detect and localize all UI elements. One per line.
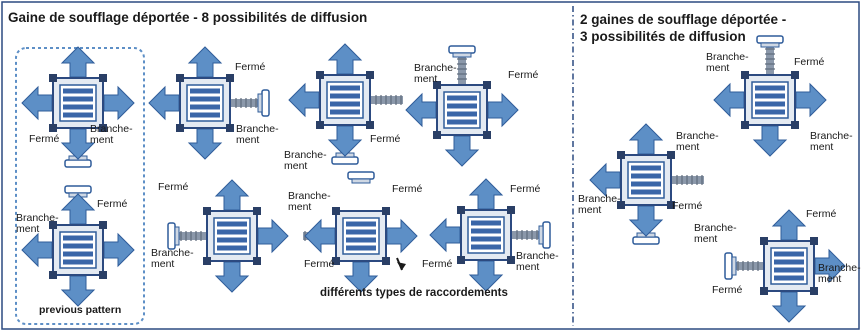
label-branchement: Branche-ment (414, 62, 457, 85)
end-cap (448, 45, 476, 58)
airflow-arrow (343, 261, 379, 293)
diffuser-unit (303, 171, 418, 293)
diffuser-unit (288, 43, 403, 165)
airflow-arrow (327, 125, 363, 157)
label-ferme: Fermé (158, 181, 189, 193)
airflow-arrow (771, 291, 807, 323)
airflow-arrow (257, 218, 289, 254)
diffuser-unit (21, 46, 135, 168)
airflow-arrow (752, 125, 788, 157)
label-branchement: Branche-ment (516, 250, 559, 273)
connections-note: différents types de raccordements (320, 287, 508, 299)
end-cap (724, 252, 737, 280)
airflow-arrow (187, 128, 223, 160)
airflow-arrow (405, 92, 437, 128)
airflow-arrow (214, 179, 250, 211)
diffuser-unit (724, 209, 846, 323)
airflow-arrow (214, 261, 250, 293)
airflow-arrow (21, 85, 53, 121)
label-ferme: Fermé (235, 61, 266, 73)
end-cap (257, 89, 270, 117)
airflow-arrow (713, 82, 745, 118)
previous-pattern-label: previous pattern (39, 304, 122, 316)
end-cap (167, 222, 180, 250)
diffuser-unit (405, 45, 519, 167)
label-branchement: Branche-ment (578, 193, 621, 216)
airflow-arrow (771, 209, 807, 241)
label-ferme: Fermé (794, 56, 825, 68)
airflow-arrow (304, 218, 336, 254)
airflow-arrow (487, 92, 519, 128)
label-branchement: Branche-ment (810, 130, 853, 153)
label-ferme: Fermé (508, 69, 539, 81)
duct-connection (765, 42, 775, 76)
label-branchement: Branche-ment (706, 51, 749, 74)
units-layer (21, 35, 846, 323)
label-ferme: Fermé (422, 258, 453, 270)
diffuser-unit (21, 185, 135, 307)
airflow-arrow (468, 178, 504, 210)
end-cap (538, 221, 551, 249)
end-cap (347, 171, 375, 184)
diffuser-unit (167, 179, 289, 293)
airflow-arrow (814, 248, 846, 284)
airflow-arrow (60, 46, 96, 78)
duct-connection (369, 95, 403, 105)
label-branchement: Branche-ment (288, 190, 331, 213)
airflow-arrow (327, 43, 363, 75)
airflow-arrow (148, 85, 180, 121)
label-branchement: Branche-ment (284, 149, 327, 172)
duct-connection (510, 230, 544, 240)
label-branchement: Branche-ment (16, 212, 59, 235)
airflow-arrow (103, 232, 135, 268)
label-ferme: Fermé (806, 208, 837, 220)
label-branchement: Branche-ment (151, 247, 194, 270)
label-branchement: Branche-ment (818, 262, 861, 285)
airflow-arrow (103, 85, 135, 121)
label-branchement: Branche-ment (694, 222, 737, 245)
label-ferme: Fermé (304, 258, 335, 270)
airflow-arrow (288, 82, 320, 118)
duct-connection (670, 175, 704, 185)
previous-pattern-frame (15, 47, 145, 325)
airflow-arrow (468, 260, 504, 292)
diffuser-unit (589, 123, 704, 245)
airflow-arrow (60, 128, 96, 160)
diffuser-unit (713, 35, 827, 157)
airflow-arrow (444, 135, 480, 167)
airflow-arrow (60, 193, 96, 225)
diffuser-unit (148, 46, 270, 160)
label-ferme: Fermé (672, 200, 703, 212)
right-panel-title-line1: 2 gaines de soufflage déportée - (580, 12, 787, 27)
label-ferme: Fermé (370, 133, 401, 145)
airflow-arrow (187, 46, 223, 78)
end-cap (756, 35, 784, 48)
left-panel-title: Gaine de soufflage déportée - 8 possibil… (8, 10, 368, 25)
label-ferme: Fermé (392, 183, 423, 195)
airflow-arrow (795, 82, 827, 118)
airflow-arrow (60, 275, 96, 307)
label-ferme: Fermé (712, 284, 743, 296)
label-ferme: Fermé (97, 198, 128, 210)
airflow-arrow (21, 232, 53, 268)
airflow-arrow (429, 217, 461, 253)
note-pointer-head (397, 262, 406, 270)
diffuser-unit (429, 178, 551, 292)
label-ferme: Fermé (29, 133, 60, 145)
label-branchement: Branche-ment (236, 123, 279, 146)
label-ferme: Fermé (510, 183, 541, 195)
right-panel-title-line2: 3 possibilités de diffusion (580, 29, 746, 44)
label-branchement: Branche-ment (676, 130, 719, 153)
airflow-arrow (628, 205, 664, 237)
label-branchement: Branche-ment (90, 123, 133, 146)
airflow-arrow (628, 123, 664, 155)
airflow-arrow (386, 218, 418, 254)
airflow-arrow (589, 162, 621, 198)
